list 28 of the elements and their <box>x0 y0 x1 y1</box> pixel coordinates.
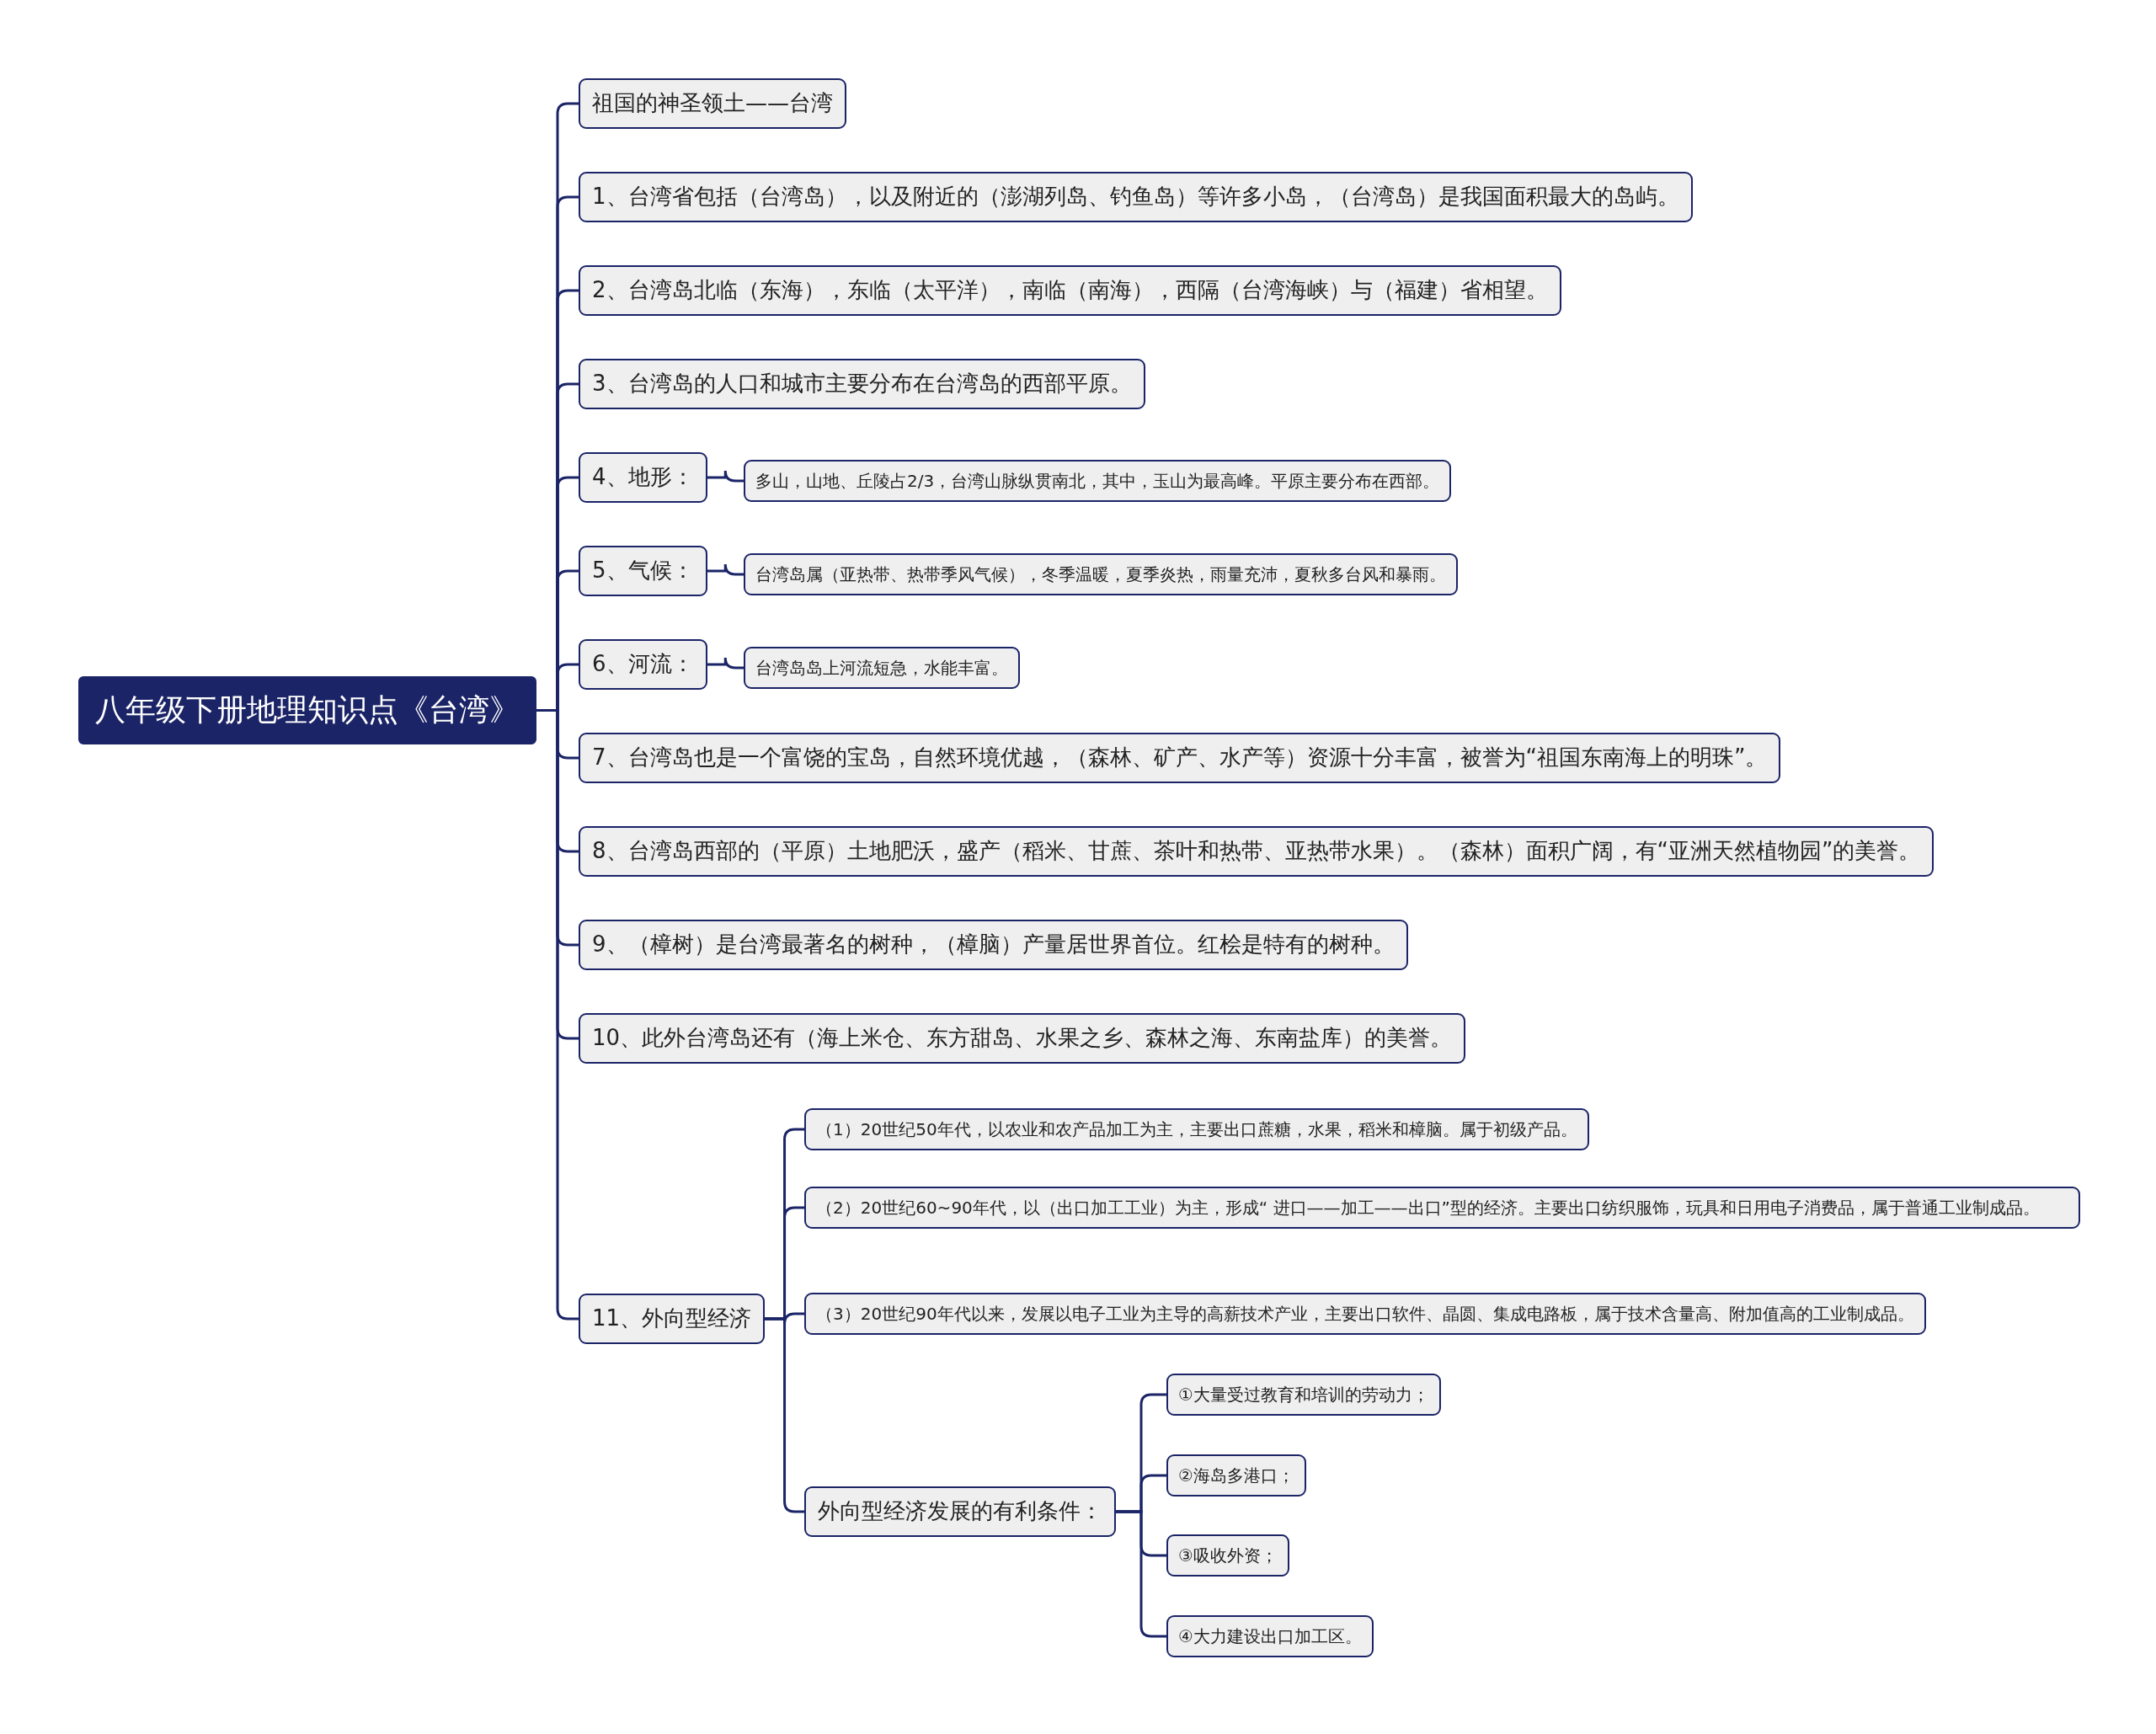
connector-line <box>765 1317 804 1513</box>
detail-box: ③吸收外资； <box>1166 1534 1289 1577</box>
topic-box: 1、台湾省包括（台湾岛），以及附近的（澎湖列岛、钓鱼岛）等许多小岛，（台湾岛）是我国面积最大的岛屿。 <box>579 172 1693 222</box>
connector-line <box>707 656 744 670</box>
topic-box: 10、此外台湾岛还有（海上米仓、东方甜岛、水果之乡、森林之海、东南盐库）的美誉。 <box>579 1013 1466 1064</box>
topic-box: 5、气候： <box>579 546 707 596</box>
topic-box: 2、台湾岛北临（东海），东临（太平洋），南临（南海），西隔（台湾海峡）与（福建）省相望。 <box>579 265 1561 316</box>
topic-box: 6、河流： <box>579 639 707 690</box>
topic-box: 3、台湾岛的人口和城市主要分布在台湾岛的西部平原。 <box>579 359 1145 409</box>
detail-box: ④大力建设出口加工区。 <box>1166 1615 1374 1657</box>
connector-line <box>707 469 744 483</box>
connector-line <box>707 563 744 576</box>
topic-box: 祖国的神圣领土——台湾 <box>579 78 846 129</box>
detail-box: 台湾岛岛上河流短急，水能丰富。 <box>744 647 1020 689</box>
topic-box: 外向型经济发展的有利条件： <box>804 1486 1116 1537</box>
detail-box: ①大量受过教育和培训的劳动力； <box>1166 1374 1441 1416</box>
detail-box: （1）20世纪50年代，以农业和农产品加工为主，主要出口蔗糖，水果，稻米和樟脑。属于初级产品。 <box>804 1108 1589 1150</box>
topic-box: 4、地形： <box>579 452 707 503</box>
central-topic-box: 八年级下册地理知识点《台湾》 <box>78 676 536 744</box>
topic-box: 8、台湾岛西部的（平原）土地肥沃，盛产（稻米、甘蔗、茶叶和热带、亚热带水果）。（森林）面积广阔，有“亚洲天然植物园”的美誉。 <box>579 826 1935 877</box>
detail-box: ②海岛多港口； <box>1166 1454 1306 1497</box>
detail-box: （3）20世纪90年代以来，发展以电子工业为主导的高薪技术产业，主要出口软件、晶圆、集成电路板，属于技术含量高、附加值高的工业制成品。 <box>804 1293 1926 1335</box>
topic-box: 11、外向型经济 <box>579 1294 766 1344</box>
detail-box: （2）20世纪60~90年代，以（出口加工工业）为主，形成“ 进口——加工——出口”型的经济。主要出口纺织服饰，玩具和日用电子消费品，属于普通工业制成品。 <box>804 1187 2080 1229</box>
detail-box: 多山，山地、丘陵占2/3，台湾山脉纵贯南北，其中，玉山为最高峰。平原主要分布在西部。 <box>744 460 1452 502</box>
topic-box: 9、（樟树）是台湾最著名的树种，（樟脑）产量居世界首位。红桧是特有的树种。 <box>579 920 1408 970</box>
topic-box: 7、台湾岛也是一个富饶的宝岛，自然环境优越，（森林、矿产、水产等）资源十分丰富，被誉为“祖国东南海上的明珠”。 <box>579 733 1781 783</box>
detail-box: 台湾岛属（亚热带、热带季风气候），冬季温暖，夏季炎热，雨量充沛，夏秋多台风和暴雨。 <box>744 553 1458 595</box>
